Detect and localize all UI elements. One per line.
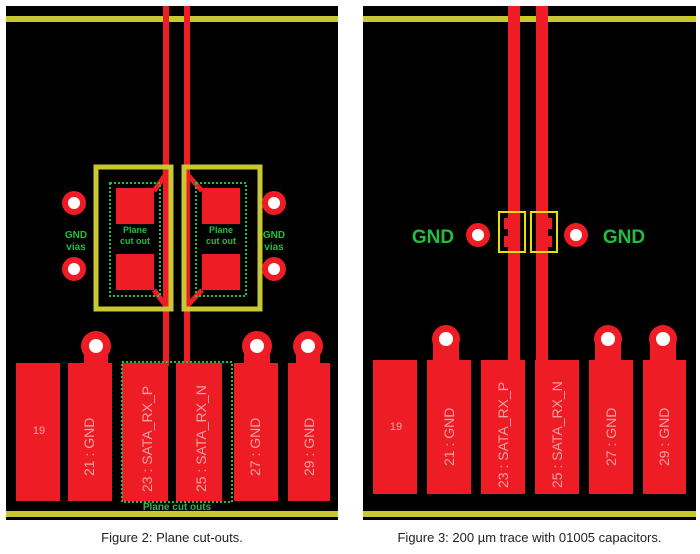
gnd-right-label: GND bbox=[603, 227, 645, 248]
right-pad-27: 27 : GND bbox=[589, 325, 633, 494]
right-plane-cutout-outline bbox=[195, 182, 247, 297]
bottom-silkscreen-rail bbox=[363, 511, 696, 517]
gnd-vias-right-label-2: vias bbox=[264, 242, 284, 253]
right-pad-25-label: 25 : SATA_RX_N bbox=[549, 381, 565, 488]
figure-3-caption: Figure 3: 200 µm trace with 01005 capaci… bbox=[397, 530, 662, 545]
plane-cut-left-label-1: Plane bbox=[123, 225, 147, 235]
figure-2-panel: GND vias GND vias Plane cut out Plane cu… bbox=[6, 6, 338, 520]
gnd-vias-right-label-1: GND bbox=[263, 230, 285, 241]
right-pad-23: 23 : SATA_RX_P bbox=[481, 360, 525, 494]
trace-sata-rx-n bbox=[536, 6, 548, 366]
left-pad-23: 23 : SATA_RX_P bbox=[121, 361, 233, 503]
gnd-left-label: GND bbox=[412, 227, 454, 248]
right-cap-trace-link bbox=[185, 172, 204, 193]
left-pad-29-label: 29 : GND bbox=[301, 418, 317, 476]
left-pad-25: 25 : SATA_RX_N bbox=[176, 363, 222, 501]
right-cap-top-pad bbox=[202, 188, 240, 224]
right-pad-23-label: 23 : SATA_RX_P bbox=[495, 382, 511, 488]
right-pad-21: 21 : GND bbox=[427, 325, 471, 494]
left-pad-25-label: 25 : SATA_RX_N bbox=[193, 385, 209, 492]
left-gnd-via-top bbox=[62, 191, 86, 215]
right-gnd-via-bottom bbox=[262, 257, 286, 281]
gnd-vias-left-label-2: vias bbox=[66, 242, 86, 253]
left-cap-trace-link-2 bbox=[152, 288, 168, 308]
right-capacitor-outline bbox=[181, 164, 263, 312]
left-pad-29: 29 : GND bbox=[288, 331, 330, 501]
right-pad-29: 29 : GND bbox=[643, 325, 686, 494]
figure-3-pcb-drawing: GND GND 19 21 : GND 23 : SATA_RX_P 25 : … bbox=[363, 6, 696, 517]
right-gnd-via-top bbox=[262, 191, 286, 215]
plane-cut-right-label-1: Plane bbox=[209, 225, 233, 235]
plane-cut-left-label-2: cut out bbox=[120, 236, 150, 246]
right-cap-bottom-pad bbox=[202, 254, 240, 290]
left-pad-23-label: 23 : SATA_RX_P bbox=[139, 386, 155, 492]
right-cap-trace-link-2 bbox=[185, 288, 204, 308]
cap-left-top-pad bbox=[504, 218, 520, 229]
cap-left-bottom-pad bbox=[504, 236, 520, 247]
right-pad-29-label: 29 : GND bbox=[656, 408, 672, 466]
plane-cut-right-label-2: cut out bbox=[206, 236, 236, 246]
bottom-silkscreen-rail bbox=[6, 511, 338, 517]
left-pad-19: 19 bbox=[16, 363, 60, 501]
trace-sata-rx-n bbox=[184, 6, 190, 366]
left-pad-27: 27 : GND bbox=[234, 331, 278, 501]
trace-sata-rx-p bbox=[163, 6, 169, 366]
right-pad-19-label: 19 bbox=[390, 421, 402, 433]
figure-3-panel: GND GND 19 21 : GND 23 : SATA_RX_P 25 : … bbox=[363, 6, 696, 520]
top-silkscreen-rail bbox=[6, 16, 338, 22]
right-pad-25: 25 : SATA_RX_N bbox=[535, 360, 579, 494]
trace-sata-rx-p bbox=[508, 6, 520, 366]
left-pad-21: 21 : GND bbox=[68, 331, 112, 501]
gnd-via-left bbox=[466, 223, 490, 247]
plane-cut-outs-bottom-label: Plane cut outs bbox=[143, 502, 212, 513]
left-pad-27-label: 27 : GND bbox=[247, 418, 263, 476]
left-pad-23-cutout-outline bbox=[121, 361, 233, 503]
left-capacitor-outline bbox=[93, 164, 174, 312]
left-cap-top-pad bbox=[116, 188, 154, 224]
cap-left-outline bbox=[498, 211, 526, 253]
left-cap-bottom-pad bbox=[116, 254, 154, 290]
figure-2-pcb-drawing: GND vias GND vias Plane cut out Plane cu… bbox=[6, 6, 338, 517]
left-pad-19-label: 19 bbox=[33, 425, 45, 437]
cap-right-bottom-pad bbox=[536, 236, 552, 247]
figure-2-caption: Figure 2: Plane cut-outs. bbox=[101, 530, 243, 545]
left-pad-21-label: 21 : GND bbox=[81, 418, 97, 476]
gnd-vias-left-label-1: GND bbox=[65, 230, 87, 241]
gnd-via-right bbox=[564, 223, 588, 247]
top-silkscreen-rail bbox=[363, 16, 696, 22]
right-pad-21-label: 21 : GND bbox=[441, 408, 457, 466]
cap-right-outline bbox=[530, 211, 558, 253]
cap-right-top-pad bbox=[536, 218, 552, 229]
right-pad-19: 19 bbox=[373, 360, 417, 494]
left-gnd-via-bottom bbox=[62, 257, 86, 281]
right-pad-27-label: 27 : GND bbox=[603, 408, 619, 466]
left-plane-cutout-outline bbox=[109, 182, 161, 297]
